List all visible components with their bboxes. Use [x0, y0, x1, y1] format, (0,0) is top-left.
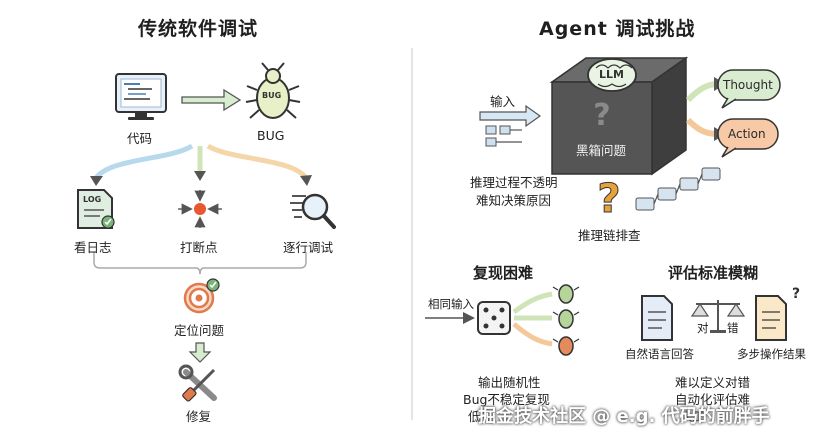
- branch-arrowhead-mid: [194, 171, 206, 181]
- reasoning-note-2: 难知决策原因: [476, 193, 552, 208]
- code-label: 代码: [127, 131, 153, 146]
- wrench-screwdriver-icon: [178, 364, 217, 402]
- input-flow-icon: [485, 125, 522, 147]
- target-icon: [183, 278, 220, 314]
- bug-icon-badge: BUG: [262, 91, 282, 100]
- thought-bubble-text: Thought: [723, 78, 773, 92]
- doc-left-label: 自然语言回答: [625, 347, 694, 361]
- small-bug-icons: [552, 284, 580, 356]
- black-box-cube: [549, 56, 689, 176]
- reproduce-title: 复现困难: [473, 264, 534, 282]
- watermark: 掘金技术社区 @ e.g. 代码的前胖手: [478, 406, 770, 427]
- evaluate-note-1: 难以定义对错: [675, 375, 751, 390]
- step-debug-magnifier-icon: [290, 193, 336, 229]
- wrong-mark: 错: [727, 321, 739, 335]
- random-output-arrows: [512, 291, 553, 347]
- breakpoint-label: 打断点: [180, 240, 218, 255]
- locate-to-fix-arrow: [188, 342, 212, 363]
- dice-icon: [477, 301, 511, 335]
- locate-label: 定位问题: [174, 323, 225, 338]
- reasoning-note-1: 推理过程不透明: [470, 175, 558, 190]
- reasoning-chain-label: 推理链排查: [578, 228, 641, 243]
- llm-badge: LLM: [599, 68, 624, 81]
- cube-question-mark: ?: [593, 98, 610, 133]
- input-arrow: [479, 104, 542, 128]
- converge-bracket: [93, 252, 307, 275]
- right-section-title: Agent 调试挑战: [539, 18, 696, 40]
- step-debug-label: 逐行调试: [283, 240, 334, 255]
- reasoning-question-icon: ?: [597, 176, 620, 222]
- reproduce-note-3: 低效: [468, 409, 494, 424]
- same-input-label: 相同输入: [428, 297, 474, 311]
- brain-icon: [587, 58, 637, 92]
- evaluate-note-2: 自动化评估难: [675, 392, 751, 407]
- reasoning-chain-icon: [635, 167, 721, 211]
- action-bubble-shape: [717, 118, 779, 158]
- input-label: 输入: [490, 94, 516, 109]
- breakpoint-icon: [178, 190, 222, 228]
- right-mark: 对: [697, 321, 709, 335]
- monitor-icon: [115, 73, 167, 120]
- reproduce-note-2: Bug不稳定复现: [463, 392, 550, 407]
- evaluate-note-3: 人工: [680, 409, 706, 424]
- log-label: 看日志: [74, 240, 112, 255]
- evaluate-title: 评估标准模糊: [668, 264, 759, 282]
- bug-label: BUG: [257, 128, 285, 143]
- doc-right-icon: ?: [755, 286, 800, 341]
- branch-arrows: [93, 143, 309, 180]
- fix-label: 修复: [186, 409, 212, 424]
- code-to-bug-arrow: [181, 88, 242, 112]
- svg-text:?: ?: [792, 286, 800, 302]
- reproduce-note-1: 输出随机性: [478, 375, 541, 390]
- left-section-title: 传统软件调试: [138, 18, 259, 40]
- doc-left-icon: [641, 295, 673, 341]
- thought-bubble-shape: [717, 69, 781, 109]
- bug-icon: [245, 62, 301, 119]
- log-icon-badge: LOG: [83, 195, 102, 204]
- log-document-icon: [77, 189, 115, 229]
- blackbox-label: 黑箱问题: [576, 143, 627, 158]
- branch-arrowhead-right: [300, 175, 312, 186]
- doc-right-label: 多步操作结果: [737, 347, 806, 361]
- balance-scale-icon: [690, 300, 746, 333]
- branch-arrowhead-left: [90, 176, 103, 186]
- action-bubble-text: Action: [728, 127, 766, 141]
